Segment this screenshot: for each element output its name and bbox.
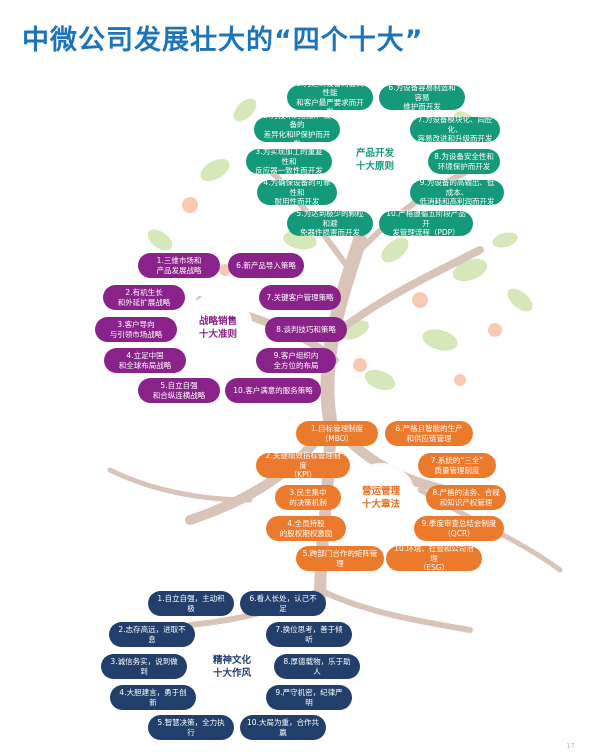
operations-rule-4: 4.全员持股 的股权期权激励	[266, 516, 346, 541]
page-title: 中微公司发展壮大的“四个十大”	[22, 25, 424, 56]
operations-rule-7: 7.系统的“三全” 质量管理制度	[418, 453, 496, 478]
page-number: 17	[566, 742, 575, 750]
culture-style-6: 6.看人长处，认己不足	[240, 591, 326, 616]
product-principle-4: 4.为确保设备的可靠性和 耐用性而开发	[257, 178, 337, 206]
sales-rule-1: 1.三维市场和 产品发展战略	[138, 253, 220, 278]
product-principle-9: 9.为设备的高输出、低成本、 低消耗和高利润而开发	[410, 178, 504, 206]
sales-rule-2: 2.有机生长 和外延扩展战略	[103, 285, 185, 310]
product-principle-6: 6.为设备容易制造和容易 维护而开发	[379, 83, 465, 111]
operations-rule-1: 1.目标管理制度 （MBO）	[296, 421, 378, 446]
culture-style-1: 1.自立自强，主动积极	[148, 591, 234, 616]
culture-style-4: 4.大胆建言，勇于创新	[110, 685, 196, 710]
hub-strategic-sales: 战略销售 十大准则	[186, 296, 250, 360]
culture-style-8: 8.厚德载物，乐于助人	[274, 654, 360, 679]
operations-rule-10: 10.环境、社会和公司治理 （ESG）	[386, 544, 482, 572]
leaf-canopy	[147, 98, 533, 391]
sales-rule-3: 3.客户导向 与引领市场战略	[95, 317, 177, 342]
product-principle-2: 2.为技术的创新、设备的 差异化和IP保护而开发	[254, 111, 340, 148]
culture-style-2: 2.志存高远，进取不息	[109, 622, 195, 647]
sales-rule-10: 10.客户满意的服务策略	[225, 378, 321, 403]
hub-product-development: 产品开发 十大原则	[344, 129, 406, 191]
culture-style-7: 7.换位思考，善于倾听	[266, 622, 352, 647]
operations-rule-9: 9.季度审查总结会制度 （QCR）	[414, 516, 504, 541]
culture-style-3: 3.诚信务实，说到做到	[101, 654, 187, 679]
sales-rule-5: 5.自立自强 和合纵连横战略	[138, 378, 220, 403]
operations-rule-3: 3.民主集中 的决策机制	[275, 485, 341, 510]
product-principle-3: 3.为实现加工的重复性和 反应器一致性而开发	[246, 147, 332, 175]
operations-rule-6: 6.严格且智能的生产 和供应链管理	[385, 421, 473, 446]
culture-style-5: 5.智慧决策，全力执行	[148, 715, 234, 740]
operations-rule-5: 5.跨部门合作的矩阵管理	[296, 546, 384, 571]
sales-rule-7: 7.关键客户管理策略	[259, 285, 341, 310]
sales-rule-9: 9.客户组织内 全方位的布局	[256, 348, 336, 373]
product-principle-7: 7.为设备模块化、同腔化、 容易改进和升级而开发	[410, 115, 500, 143]
culture-style-10: 10.大局为重，合作共赢	[240, 715, 326, 740]
product-principle-8: 8.为设备安全性和 环境保护而开发	[428, 149, 500, 174]
product-principle-10: 10.严格遵循五阶段产品开 发管理流程（PDP）	[379, 209, 473, 237]
operations-rule-2: 2.关键绩效指标管理制度 （KPI）	[256, 451, 350, 479]
sales-rule-6: 6.新产品导入策略	[228, 253, 304, 278]
sales-rule-4: 4.立足中国 和全球布局战略	[104, 348, 186, 373]
product-principle-1: 1.为达到设备的最高性能 和客户最严要求而开发	[287, 79, 373, 116]
operations-rule-8: 8.严格的法务、合规 和知识产权管理	[426, 485, 506, 510]
hub-operations-management: 营运管理 十大章法	[349, 466, 413, 530]
sales-rule-8: 8.谈判技巧和策略	[265, 317, 347, 342]
product-principle-5: 5.为达到极少的颗粒和避 免器件损害而开发	[287, 209, 373, 237]
hub-spirit-culture: 精神文化 十大作风	[200, 635, 264, 699]
culture-style-9: 9.严守机密，纪律严明	[266, 685, 352, 710]
